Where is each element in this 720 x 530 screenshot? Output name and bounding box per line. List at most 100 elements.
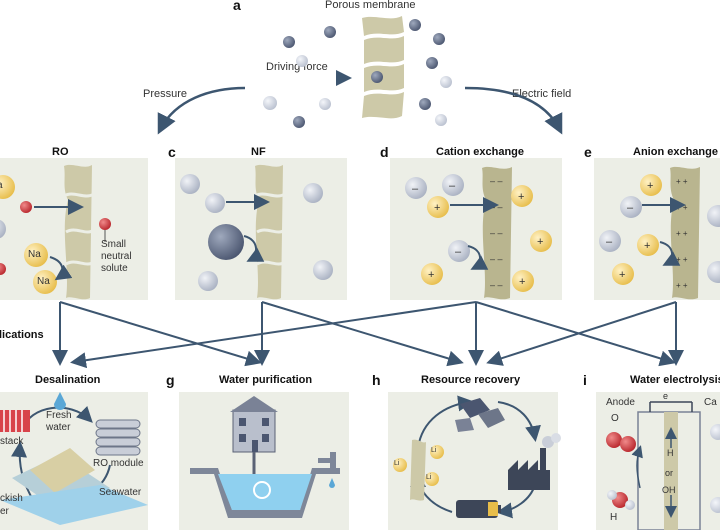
fresh-water-label-2: water xyxy=(46,422,71,433)
particle xyxy=(324,26,336,38)
svg-text:+ +: + + xyxy=(676,255,688,264)
water-drop-icon xyxy=(54,392,66,410)
membrane-label: Porous membrane xyxy=(325,0,416,11)
app-purif-title: Water purification xyxy=(219,374,313,386)
particle xyxy=(263,96,277,110)
applications-label: lications xyxy=(0,329,44,341)
ro-na-label-2: Na xyxy=(37,276,50,287)
particle xyxy=(319,98,331,110)
particle xyxy=(433,33,445,45)
particle xyxy=(371,71,383,83)
panel-letter-a: a xyxy=(233,0,241,13)
ore-rocks-icon xyxy=(455,398,505,432)
h2o-label: H xyxy=(610,512,618,523)
ro-anion xyxy=(0,219,6,239)
svg-text:+: + xyxy=(647,180,653,192)
factory-icon xyxy=(508,433,561,490)
svg-text:–: – xyxy=(455,246,462,258)
ro-na-ion xyxy=(24,243,48,267)
svg-text:–: – xyxy=(412,183,419,195)
particle xyxy=(435,114,447,126)
ro-na-ion xyxy=(33,270,57,294)
ro-solute-label-2: neutral xyxy=(101,251,132,262)
resource-membrane xyxy=(410,439,426,501)
electric-field-arrow xyxy=(464,86,563,135)
brackish-label-2: er xyxy=(0,506,9,517)
svg-text:– –: – – xyxy=(490,176,503,186)
water-basin xyxy=(190,468,340,518)
ro-ion-label: a xyxy=(0,180,3,191)
fresh-water-label-1: Fresh xyxy=(46,410,72,421)
li-label-2: Li xyxy=(431,447,437,454)
tap-icon xyxy=(318,452,336,488)
svg-text:–: – xyxy=(627,202,634,214)
svg-text:+: + xyxy=(434,202,440,214)
ro-solute-right xyxy=(99,218,111,230)
svg-text:+ +: + + xyxy=(676,281,688,290)
nf-membrane xyxy=(254,164,286,300)
panel-letter-h: h xyxy=(372,372,381,388)
svg-text:+: + xyxy=(428,269,434,281)
particle xyxy=(440,76,452,88)
ro-solute-label-3: solute xyxy=(101,263,128,274)
electrolysis-cell xyxy=(637,401,701,530)
house-icon xyxy=(230,396,278,474)
app-desal-title: Desalination xyxy=(35,374,101,386)
svg-text:– –: – – xyxy=(490,254,503,264)
ro-solute-label-1: Small xyxy=(101,239,127,250)
panel-letter-e: e xyxy=(584,144,592,160)
svg-text:– –: – – xyxy=(490,202,503,212)
app-resource-title: Resource recovery xyxy=(421,374,521,386)
svg-text:–: – xyxy=(606,236,613,248)
panel-nf-title: NF xyxy=(251,146,266,158)
svg-text:– –: – – xyxy=(490,280,503,290)
connection-arrows xyxy=(52,301,684,369)
panel-letter-i: i xyxy=(583,372,587,388)
cathode-label: Ca xyxy=(704,397,717,408)
o2-molecule xyxy=(606,432,622,448)
li-label: Li xyxy=(394,460,400,467)
electric-field-label: Electric field xyxy=(512,88,572,100)
ro-solute xyxy=(0,263,6,275)
ro-module-icon xyxy=(95,419,141,456)
h-plus-label: H xyxy=(667,448,674,458)
particle xyxy=(293,116,305,128)
particle xyxy=(409,19,421,31)
app-electro-title: Water electrolysis xyxy=(630,374,720,386)
electron-label: e xyxy=(663,391,669,401)
svg-text:+: + xyxy=(537,236,543,248)
top-membrane xyxy=(362,16,404,119)
ro-solute xyxy=(20,201,32,213)
nf-large-solute xyxy=(208,224,244,260)
seawater-label: Seawater xyxy=(99,487,142,498)
ro-membrane xyxy=(63,164,95,300)
driving-force-label: Driving force xyxy=(266,61,328,73)
cation-membrane: – – – – – – – – – – xyxy=(482,166,512,300)
panel-letter-g: g xyxy=(166,372,175,388)
panel-ro-title: RO xyxy=(52,146,69,158)
anode-label: Anode xyxy=(606,397,635,408)
particle xyxy=(296,55,308,67)
particle xyxy=(419,98,431,110)
pressure-arrow xyxy=(157,86,246,135)
panel-letter-c: c xyxy=(168,144,176,160)
oh-label: OH xyxy=(662,485,676,495)
svg-text:–: – xyxy=(449,180,456,192)
svg-text:+: + xyxy=(519,276,525,288)
battery-icon xyxy=(456,500,501,518)
seawater-icon xyxy=(0,485,148,525)
svg-text:+: + xyxy=(644,240,650,252)
particle xyxy=(426,57,438,69)
li-label-3: Li xyxy=(426,474,432,481)
o2-label: O xyxy=(611,413,619,424)
ro-module-label: RO module xyxy=(93,458,144,469)
svg-text:+: + xyxy=(619,269,625,281)
pressure-label: Pressure xyxy=(143,88,188,100)
brackish-label-1: ckish xyxy=(0,493,23,504)
svg-text:+ +: + + xyxy=(676,229,688,238)
ro-na-label: Na xyxy=(28,249,41,260)
particle xyxy=(283,36,295,48)
panel-anion-title: Anion exchange xyxy=(633,146,718,158)
anion-membrane: + + + + + + + + + + xyxy=(670,166,700,300)
